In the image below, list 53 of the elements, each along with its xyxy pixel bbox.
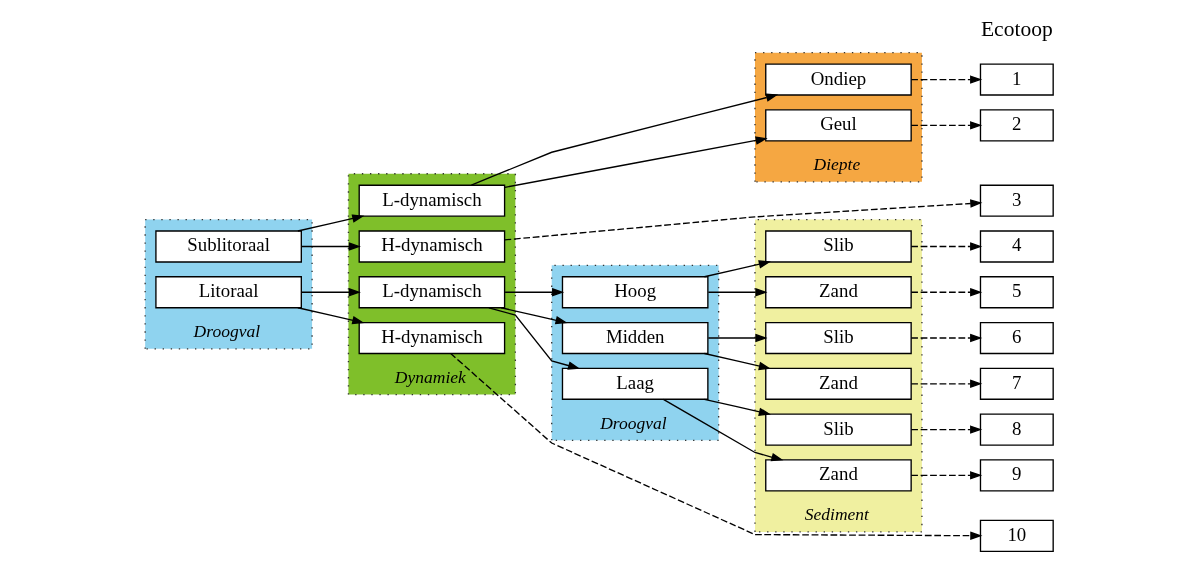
node-box: H-dynamisch — [358, 230, 505, 263]
node-box: 3 — [979, 184, 1054, 217]
node-box: Slib — [764, 413, 912, 446]
arrow — [910, 379, 982, 389]
node-box: 8 — [979, 413, 1054, 446]
node-box: Midden — [561, 321, 709, 355]
arrow — [910, 242, 982, 251]
arrow — [707, 288, 767, 297]
node-box: Geul — [764, 109, 912, 142]
arrow — [503, 136, 768, 188]
node-box: Slib — [764, 321, 912, 355]
node-box: Litoraal — [154, 276, 302, 309]
arrow — [296, 307, 364, 325]
node-box: 10 — [979, 519, 1054, 553]
node-box: 4 — [979, 230, 1054, 263]
arrow — [296, 214, 364, 232]
node-box: Zand — [764, 276, 912, 309]
arrow — [470, 93, 778, 186]
node-box: Slib — [764, 230, 912, 263]
arrow — [910, 425, 982, 434]
node-box: Sublitoraal — [154, 230, 302, 263]
arrow — [499, 307, 568, 325]
arrow — [503, 288, 564, 297]
arrow — [300, 288, 361, 297]
label: Ecotoop — [980, 17, 1053, 42]
arrow — [910, 75, 982, 84]
arrow — [910, 121, 982, 130]
arrow — [503, 199, 982, 241]
node-box: Zand — [764, 367, 912, 400]
arrow — [703, 398, 771, 416]
arrow — [487, 307, 580, 370]
node-box: 6 — [979, 321, 1054, 355]
arrow — [300, 242, 361, 251]
arrow — [910, 471, 982, 480]
node-box: L-dynamisch — [358, 276, 505, 309]
node-box: Laag — [561, 367, 709, 400]
node-box: Zand — [764, 459, 912, 492]
arrow — [662, 398, 783, 462]
arrow — [910, 333, 982, 343]
arrow — [703, 352, 771, 371]
arrow — [449, 352, 982, 540]
node-box: L-dynamisch — [358, 184, 505, 217]
arrow — [703, 260, 771, 278]
node-box: 5 — [979, 276, 1054, 309]
node-box: Hoog — [561, 276, 709, 309]
node-box: 2 — [979, 109, 1054, 142]
arrow — [910, 288, 982, 297]
node-box: 7 — [979, 367, 1054, 400]
node-box: 1 — [979, 63, 1054, 96]
node-box: 9 — [979, 459, 1054, 492]
node-box: Ondiep — [764, 63, 912, 96]
node-box: H-dynamisch — [358, 321, 505, 355]
arrow — [707, 333, 767, 343]
